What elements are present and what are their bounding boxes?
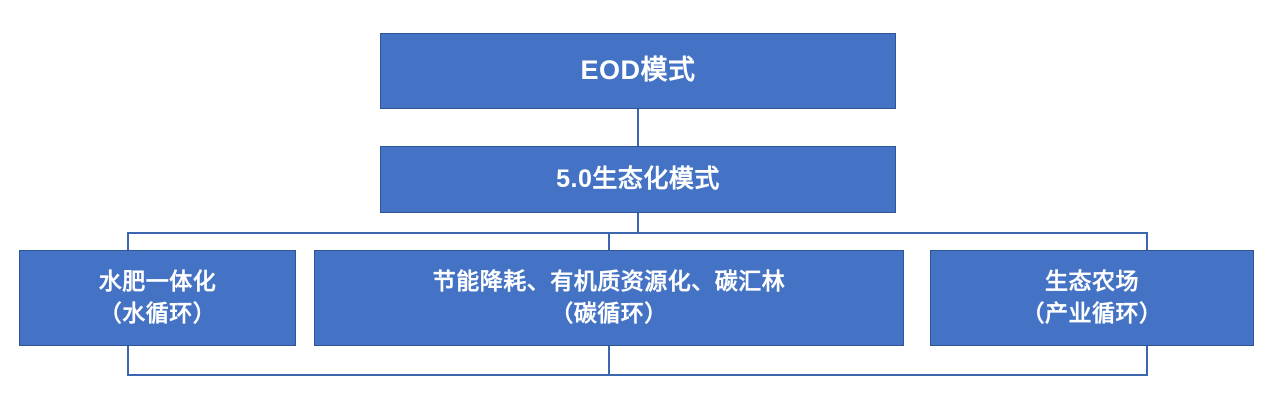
connector-drop-to-water [127,232,129,251]
node-carbon-cycle-measures[interactable]: 节能降耗、有机质资源化、碳汇林 （碳循环） [314,250,904,346]
node-eco-mode-label: 5.0生态化模式 [556,165,720,194]
node-water-fertilizer-integration-sublabel: （水循环） [98,300,217,326]
connector-rise-from-carbon [608,346,610,375]
connector-horizontal-bus-bottom [127,374,1148,376]
node-eco-mode[interactable]: 5.0生态化模式 [380,146,896,213]
node-carbon-cycle-measures-label: 节能降耗、有机质资源化、碳汇林 [432,268,786,295]
node-water-fertilizer-integration-label: 水肥一体化 [98,268,217,295]
connector-eco-to-bus [637,213,639,233]
node-eod-mode[interactable]: EOD模式 [380,33,896,109]
node-ecological-farm-label: 生态农场 [1045,268,1139,295]
connector-rise-from-water [127,346,129,375]
node-water-fertilizer-integration[interactable]: 水肥一体化 （水循环） [19,250,296,346]
node-carbon-cycle-measures-sublabel: （碳循环） [550,300,668,326]
node-ecological-farm-sublabel: （产业循环） [1021,300,1163,326]
connector-rise-from-farm [1146,346,1148,375]
connector-horizontal-bus-top [127,232,1148,234]
connector-drop-to-carbon [608,232,610,251]
connector-eod-to-eco [637,109,639,147]
connector-drop-to-farm [1146,232,1148,251]
node-ecological-farm[interactable]: 生态农场 （产业循环） [930,250,1254,346]
node-eod-mode-label: EOD模式 [580,55,696,86]
